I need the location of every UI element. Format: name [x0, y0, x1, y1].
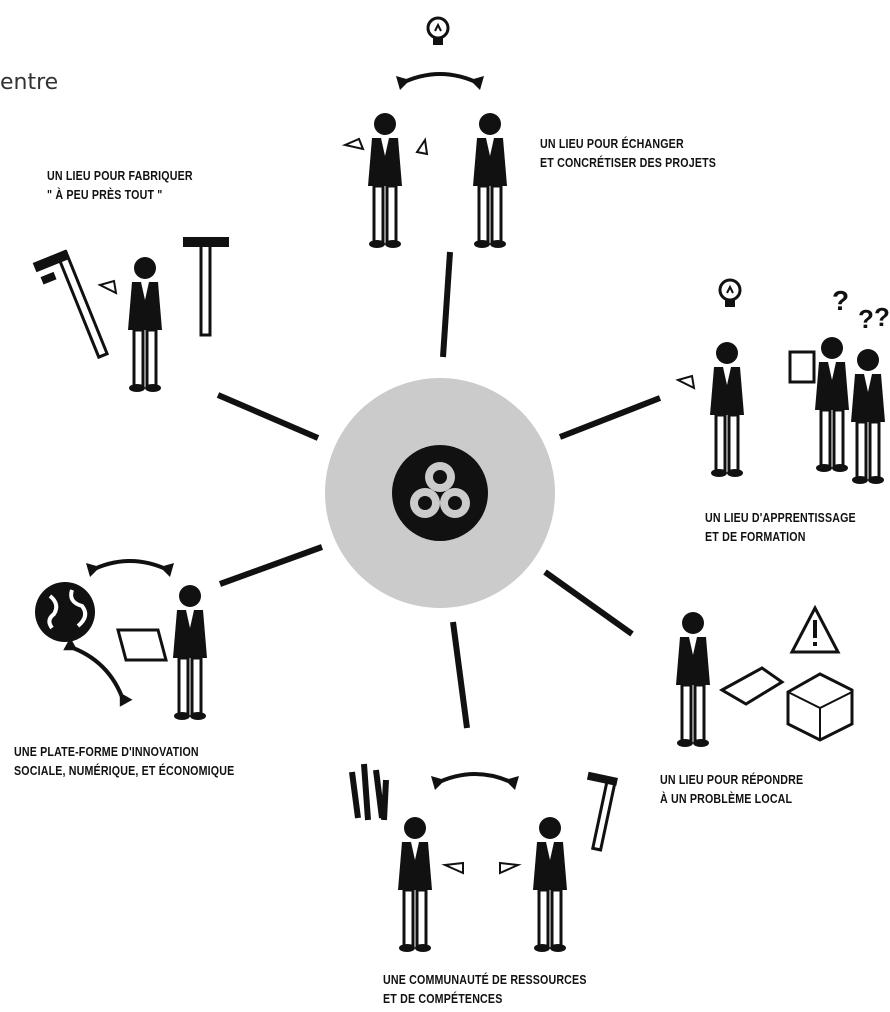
hub: [325, 378, 555, 608]
caption-line: UN LIEU D'APPRENTISSAGE: [705, 510, 856, 525]
caption-plateforme: UNE PLATE-FORME D'INNOVATION SOCIALE, NU…: [14, 742, 234, 780]
caption-line: UN LIEU POUR RÉPONDRE: [660, 772, 804, 787]
caption-line: ET CONCRÉTISER DES PROJETS: [540, 155, 717, 170]
two-people-idea-icon: [341, 16, 509, 250]
caption-line: À UN PROBLÈME LOCAL: [660, 791, 793, 806]
caption-line: SOCIALE, NUMÉRIQUE, ET ÉCONOMIQUE: [14, 763, 235, 778]
caption-line: ET DE FORMATION: [705, 529, 806, 544]
svg-text:?: ?: [858, 304, 874, 334]
caption-line: " À PEU PRÈS TOUT ": [47, 187, 163, 202]
caption-line: UN LIEU POUR ÉCHANGER: [540, 136, 684, 151]
connector-lines: [216, 251, 662, 729]
caption-apprentissage: UN LIEU D'APPRENTISSAGE ET DE FORMATION: [705, 508, 856, 546]
caption-line: UNE COMMUNAUTÉ DE RESSOURCES: [383, 972, 587, 987]
caption-echanger: UN LIEU POUR ÉCHANGER ET CONCRÉTISER DES…: [540, 134, 716, 172]
caption-line: UNE PLATE-FORME D'INNOVATION: [14, 744, 199, 759]
spoke-plateforme: [218, 544, 324, 587]
caption-probleme: UN LIEU POUR RÉPONDRE À UN PROBLÈME LOCA…: [660, 770, 803, 808]
cropped-page-text: entre: [0, 70, 59, 95]
sharing-people-icon: [349, 763, 618, 954]
svg-text:?: ?: [832, 285, 849, 316]
tools-person-icon: [32, 237, 229, 394]
fablab-logo-icon: [392, 445, 488, 541]
caption-line: ET DE COMPÉTENCES: [383, 991, 503, 1006]
spoke-echanger: [440, 251, 453, 358]
warning-house-icon: [674, 604, 854, 749]
caption-communaute: UNE COMMUNAUTÉ DE RESSOURCES ET DE COMPÉ…: [383, 970, 587, 1008]
caption-line: UN LIEU POUR FABRIQUER: [47, 168, 193, 183]
globe-laptop-icon: [35, 559, 209, 722]
caption-fabriquer: UN LIEU POUR FABRIQUER " À PEU PRÈS TOUT…: [47, 166, 193, 204]
spoke-apprentissage: [558, 395, 662, 440]
svg-text:?: ?: [874, 302, 890, 332]
spoke-probleme: [543, 569, 634, 637]
spoke-communaute: [450, 621, 470, 729]
teacher-students-icon: ? ? ?: [675, 278, 890, 486]
spoke-fabriquer: [216, 392, 320, 441]
